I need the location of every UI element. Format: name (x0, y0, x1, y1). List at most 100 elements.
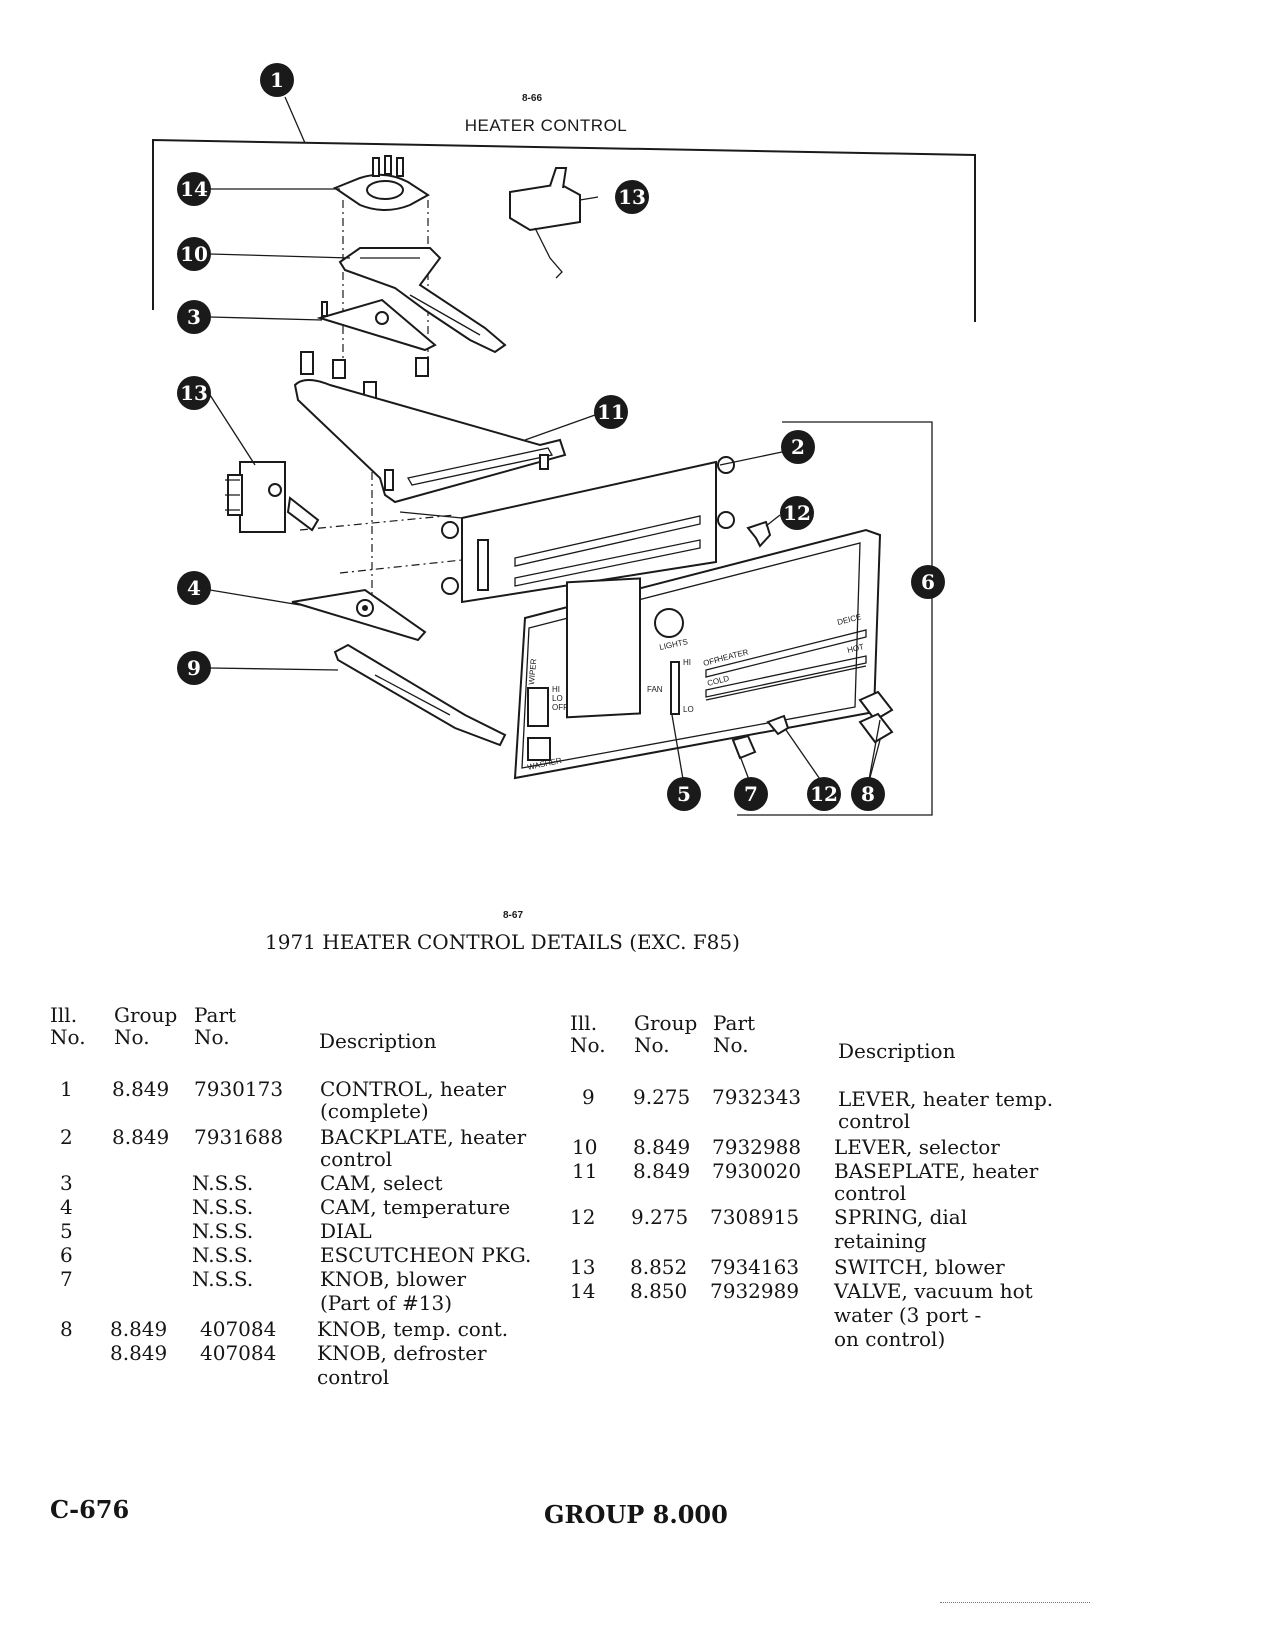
part-selector-lever (338, 247, 507, 354)
row-part: 407084 (200, 1341, 277, 1365)
callout-10: 10 (177, 237, 211, 271)
row-group: 9.275 (631, 1205, 689, 1229)
header-part: Part (194, 1003, 237, 1027)
row-ill: 10 (572, 1135, 598, 1159)
panel-label-wiper-off: OFF (552, 703, 568, 712)
part-escutcheon-panel (513, 528, 882, 780)
row-ill: 1 (60, 1077, 73, 1101)
row-ill: 6 (60, 1243, 73, 1267)
panel-label-fan-lo: LO (683, 705, 694, 714)
row-desc: CAM, temperature (320, 1195, 511, 1219)
footer-rule (940, 1602, 1090, 1603)
callout-13-left: 13 (177, 376, 211, 410)
row-part: 7930173 (194, 1077, 284, 1101)
part-backplate (399, 456, 735, 604)
callout-12-bottom: 12 (807, 777, 841, 811)
row-ill: 7 (60, 1267, 73, 1291)
svg-text:3: 3 (187, 305, 201, 329)
svg-text:7: 7 (744, 782, 758, 806)
row-part: N.S.S. (192, 1195, 254, 1219)
figure-caption: 1971 HEATER CONTROL DETAILS (EXC. F85) (265, 930, 740, 954)
header-part-no: No. (713, 1033, 749, 1057)
callout-6: 6 (911, 565, 945, 599)
part-dial-spring-bottom (766, 714, 790, 736)
row-desc: SPRING, dial (834, 1205, 968, 1229)
row-desc: BASEPLATE, heater (834, 1159, 1039, 1183)
svg-text:4: 4 (187, 576, 201, 600)
row-part: 7932988 (712, 1135, 802, 1159)
header-group: Group (634, 1011, 698, 1035)
part-spacers (300, 351, 429, 401)
row-part: 407084 (200, 1317, 277, 1341)
callout-7: 7 (734, 777, 768, 811)
row-desc: LEVER, selector (834, 1135, 1000, 1159)
svg-text:13: 13 (180, 381, 208, 405)
row-ill: 14 (570, 1279, 596, 1303)
svg-text:14: 14 (180, 177, 208, 201)
header-ill-no: No. (50, 1025, 86, 1049)
header-part-no: No. (194, 1025, 230, 1049)
row-part: N.S.S. (192, 1219, 254, 1243)
row-group: 8.852 (630, 1255, 688, 1279)
row-part: 7932343 (712, 1085, 802, 1109)
part-vacuum-valve (332, 155, 430, 211)
row-desc: control (317, 1365, 390, 1389)
row-group: 9.275 (633, 1085, 691, 1109)
callout-4: 4 (177, 571, 211, 605)
panel-label-hot: HOT (846, 642, 865, 655)
row-desc: KNOB, defroster (317, 1341, 487, 1365)
row-group: 8.849 (633, 1159, 691, 1183)
row-desc: on control) (834, 1327, 946, 1351)
callout-5: 5 (667, 777, 701, 811)
row-ill: 4 (60, 1195, 73, 1219)
row-part: 7930020 (712, 1159, 802, 1183)
row-ill: 8 (60, 1317, 73, 1341)
escutcheon-bracket (737, 421, 933, 816)
row-part: N.S.S. (192, 1267, 254, 1291)
svg-text:1: 1 (270, 68, 284, 92)
row-part: 7931688 (194, 1125, 284, 1149)
callout-2: 2 (781, 430, 815, 464)
row-part: 7308915 (710, 1205, 800, 1229)
group-label: GROUP 8.000 (544, 1500, 728, 1529)
panel-label-wiper: WIPER (527, 658, 538, 685)
row-desc: CONTROL, heater (320, 1077, 507, 1101)
callout-13-top: 13 (615, 180, 649, 214)
row-group: 8.849 (110, 1317, 168, 1341)
row-desc: LEVER, heater temp. (838, 1087, 1054, 1111)
row-desc: water (3 port - (834, 1303, 982, 1327)
header-group: Group (114, 1003, 178, 1027)
part-blower-switch-top (509, 167, 581, 279)
row-ill: 11 (572, 1159, 598, 1183)
row-group: 8.849 (112, 1125, 170, 1149)
row-desc: KNOB, temp. cont. (317, 1317, 509, 1341)
row-desc: CAM, select (320, 1171, 443, 1195)
header-ill: Ill. (570, 1011, 598, 1035)
callout-3: 3 (177, 300, 211, 334)
svg-text:8: 8 (861, 782, 875, 806)
part-dial-spring-top (746, 520, 772, 548)
row-part: N.S.S. (192, 1171, 254, 1195)
row-desc: control (320, 1147, 393, 1171)
svg-text:9: 9 (187, 656, 201, 680)
svg-text:12: 12 (783, 501, 811, 525)
row-desc: (Part of #13) (320, 1291, 453, 1315)
row-ill: 12 (570, 1205, 596, 1229)
part-blower-knob (731, 734, 757, 760)
leader-lines (209, 96, 881, 786)
svg-text:10: 10 (180, 242, 208, 266)
part-select-cam (316, 298, 437, 352)
part-temp-defrost-knobs (858, 690, 894, 744)
header-ill: Ill. (50, 1003, 78, 1027)
row-desc: KNOB, blower (320, 1267, 467, 1291)
callout-11: 11 (594, 395, 628, 429)
figure-code-top: 8-66 (522, 93, 542, 104)
row-group: 8.849 (112, 1077, 170, 1101)
figure-title-top: HEATER CONTROL (465, 116, 628, 135)
callout-8: 8 (851, 777, 885, 811)
row-ill: 2 (60, 1125, 73, 1149)
assembly-bracket-top (152, 138, 976, 322)
svg-text:13: 13 (618, 185, 646, 209)
panel-label-wiper-lo: LO (552, 694, 563, 703)
row-ill: 5 (60, 1219, 73, 1243)
